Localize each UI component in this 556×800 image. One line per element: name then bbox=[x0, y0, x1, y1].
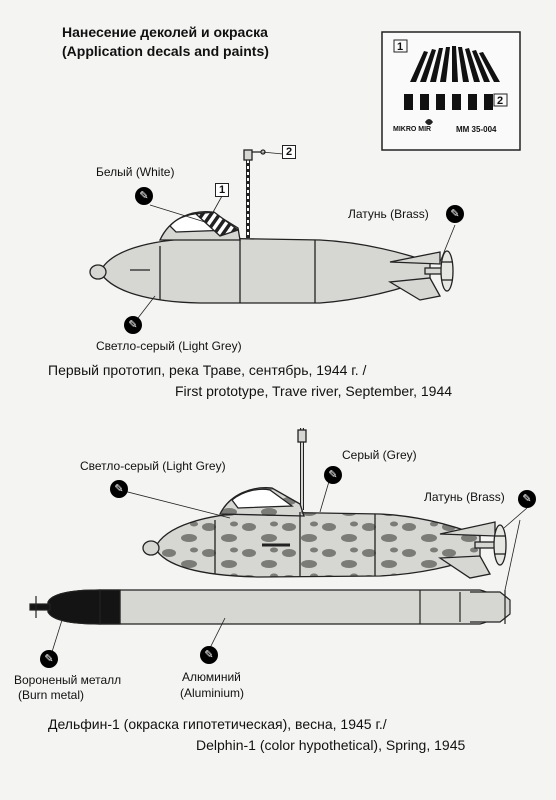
submarine-profile-2 bbox=[142, 428, 507, 579]
caption-1-ru: Первый прототип, река Траве, сентябрь, 1… bbox=[48, 362, 367, 378]
aluminium-en: (Aluminium) bbox=[180, 686, 245, 700]
submarine-profile-1 bbox=[89, 149, 454, 304]
paint-swatch-icon: ✎ bbox=[135, 187, 153, 205]
paint-swatch-icon: ✎ bbox=[40, 650, 58, 668]
callout-2: 2 bbox=[282, 145, 297, 159]
paint-swatch-icon: ✎ bbox=[324, 466, 342, 484]
page-title-ru: Нанесение деколей и окраска bbox=[62, 24, 268, 40]
grey-label: Серый (Grey) bbox=[342, 448, 417, 462]
decal-marker-2: 2 bbox=[497, 95, 504, 107]
leader-lines-2 bbox=[51, 477, 528, 653]
decal-marker-1: 1 bbox=[397, 41, 404, 53]
burn-metal-en: (Burn metal) bbox=[18, 688, 85, 702]
page-title-en: (Application decals and paints) bbox=[62, 43, 269, 59]
decal-stripes-1 bbox=[410, 46, 500, 82]
light-grey-label-2: Светло-серый (Light Grey) bbox=[80, 459, 226, 473]
brass-label-2: Латунь (Brass) bbox=[424, 490, 505, 504]
leader-lines-1 bbox=[137, 151, 456, 319]
white-label: Белый (White) bbox=[96, 165, 175, 179]
torpedo bbox=[29, 589, 511, 625]
decal-bars-2 bbox=[404, 94, 493, 110]
paint-swatch-icon: ✎ bbox=[446, 205, 464, 223]
decal-brand: MIKRO MIR bbox=[393, 126, 432, 133]
decal-code: MM 35-004 bbox=[456, 125, 497, 134]
caption-1-en: First prototype, Trave river, September,… bbox=[175, 383, 453, 399]
aluminium-ru: Алюминий bbox=[182, 670, 241, 684]
burn-metal-ru: Вороненый металл bbox=[14, 673, 122, 687]
paint-swatch-icon: ✎ bbox=[110, 480, 128, 498]
callout-1: 1 bbox=[215, 183, 230, 197]
light-grey-label-1: Светло-серый (Light Grey) bbox=[96, 339, 242, 353]
decal-sheet bbox=[381, 31, 521, 151]
paint-swatch-icon: ✎ bbox=[200, 646, 218, 664]
paint-swatch-icon: ✎ bbox=[518, 490, 536, 508]
caption-2-ru: Дельфин-1 (окраска гипотетическая), весн… bbox=[48, 716, 387, 732]
caption-2-en: Delphin-1 (color hypothetical), Spring, … bbox=[196, 737, 466, 753]
paint-swatch-icon: ✎ bbox=[124, 316, 142, 334]
brass-label-1: Латунь (Brass) bbox=[348, 207, 429, 221]
